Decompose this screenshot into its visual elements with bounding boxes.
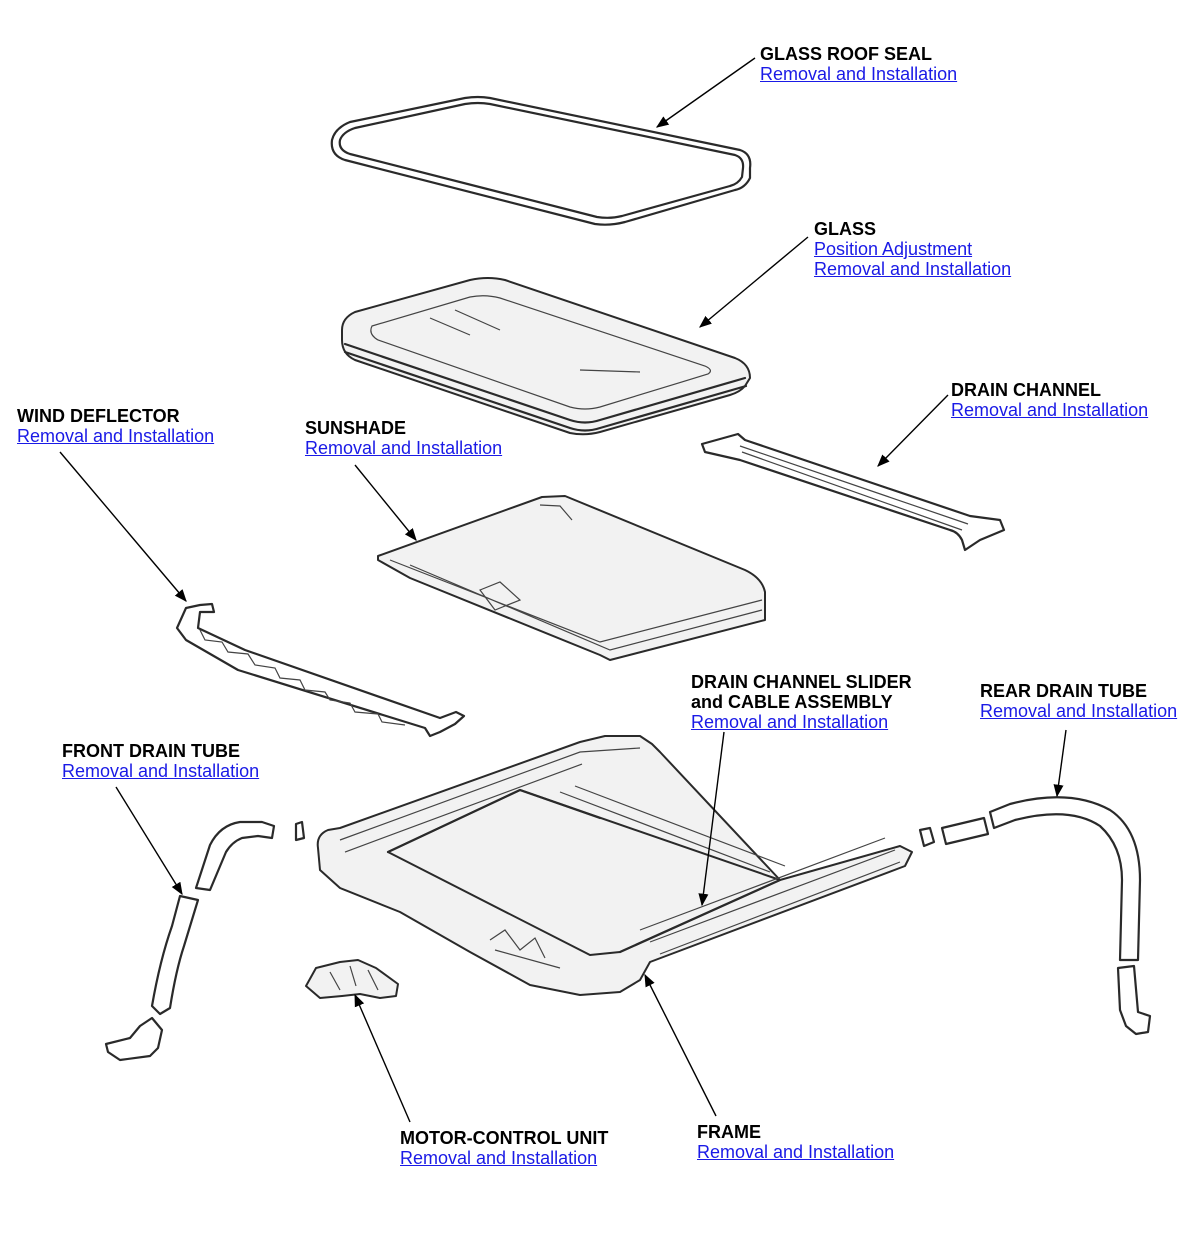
drain-channel-title: DRAIN CHANNEL xyxy=(951,380,1101,400)
motor-control-unit-removal-link[interactable]: Removal and Installation xyxy=(400,1148,598,1168)
rear-drain-tube-title: REAR DRAIN TUBE xyxy=(980,681,1148,701)
front-drain-tube-part xyxy=(104,820,276,1062)
front-drain-tube-title: FRONT DRAIN TUBE xyxy=(62,741,240,761)
glass-position-adjustment-link[interactable]: Position Adjustment xyxy=(814,239,973,259)
sunshade-callout: SUNSHADE Removal and Installation xyxy=(305,418,502,458)
sunshade-title: SUNSHADE xyxy=(305,418,407,438)
motor-control-unit-title: MOTOR-CONTROL UNIT xyxy=(400,1128,609,1148)
rear-drain-tube-part xyxy=(918,796,1152,1036)
front-drain-tube-removal-link[interactable]: Removal and Installation xyxy=(62,761,260,781)
drain-channel-part xyxy=(700,432,1006,552)
wind-deflector-title: WIND DEFLECTOR xyxy=(17,406,180,426)
drain-channel-slider-title: DRAIN CHANNEL SLIDER and CABLE ASSEMBLY xyxy=(691,672,912,712)
rear-drain-tube-removal-link[interactable]: Removal and Installation xyxy=(980,701,1178,721)
sunshade-part xyxy=(377,495,766,661)
frame-title: FRAME xyxy=(697,1122,761,1142)
frame-callout: FRAME Removal and Installation xyxy=(697,1122,894,1162)
glass-part xyxy=(341,277,751,436)
wind-deflector-removal-link[interactable]: Removal and Installation xyxy=(17,426,215,446)
glass-removal-link[interactable]: Removal and Installation xyxy=(814,259,1012,279)
sunshade-removal-link[interactable]: Removal and Installation xyxy=(305,438,503,458)
glass-roof-seal-title: GLASS ROOF SEAL xyxy=(760,44,933,64)
drain-channel-removal-link[interactable]: Removal and Installation xyxy=(951,400,1149,420)
motor-control-unit-callout: MOTOR-CONTROL UNIT Removal and Installat… xyxy=(400,1128,608,1168)
motor-control-unit-part xyxy=(305,959,399,999)
front-drain-tube-callout: FRONT DRAIN TUBE Removal and Installatio… xyxy=(62,741,259,781)
rear-drain-tube-callout: REAR DRAIN TUBE Removal and Installation xyxy=(980,681,1177,721)
glass-roof-seal-removal-link[interactable]: Removal and Installation xyxy=(760,64,958,84)
drain-channel-slider-callout: DRAIN CHANNEL SLIDER and CABLE ASSEMBLY … xyxy=(691,672,912,732)
glass-title: GLASS xyxy=(814,219,877,239)
frame-part xyxy=(294,735,913,996)
drain-channel-slider-removal-link[interactable]: Removal and Installation xyxy=(691,712,889,732)
glass-roof-seal-part xyxy=(330,95,752,226)
wind-deflector-part xyxy=(175,602,466,738)
glass-roof-seal-callout: GLASS ROOF SEAL Removal and Installation xyxy=(760,44,957,84)
glass-callout: GLASS Position Adjustment Removal and In… xyxy=(814,219,1011,279)
wind-deflector-callout: WIND DEFLECTOR Removal and Installation xyxy=(17,406,214,446)
frame-removal-link[interactable]: Removal and Installation xyxy=(697,1142,895,1162)
drain-channel-callout: DRAIN CHANNEL Removal and Installation xyxy=(951,380,1148,420)
